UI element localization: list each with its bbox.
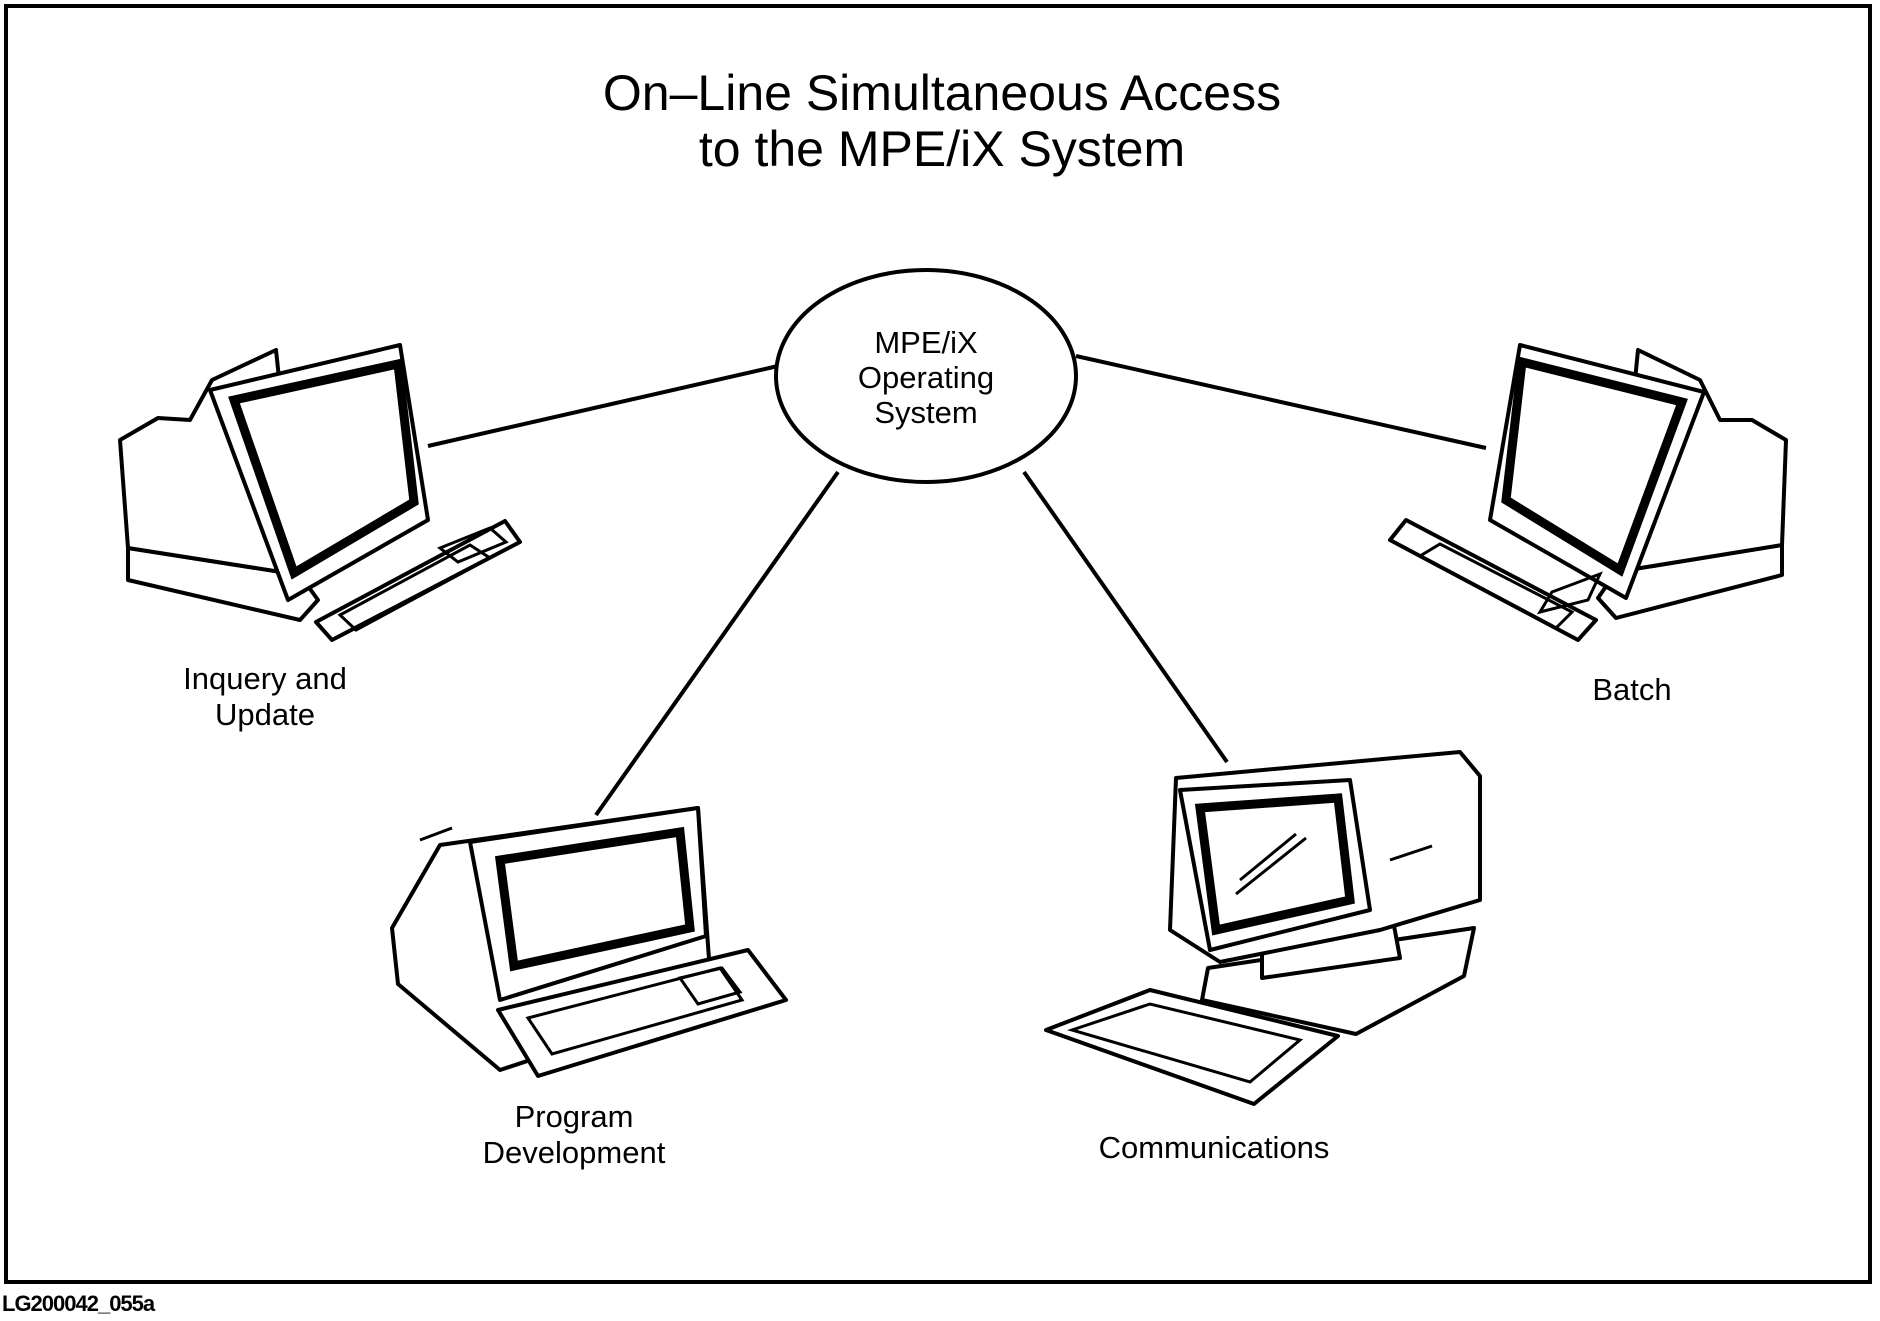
batch-label: Batch <box>1592 672 1671 707</box>
node-label-program: Program Development <box>483 1099 666 1170</box>
hub-label-line-1: MPE/iX <box>874 325 978 360</box>
link-inquery <box>427 364 779 448</box>
hub-label-line-3: System <box>874 395 977 430</box>
node-label-inquery: Inquery and Update <box>183 661 347 732</box>
terminal-communications-icon <box>1044 750 1482 1106</box>
link-batch <box>1075 354 1487 450</box>
figure-identifier: LG200042_055a <box>2 1291 155 1316</box>
hub-label-line-2: Operating <box>858 360 994 395</box>
inquery-label-line-1: Inquery and <box>183 661 347 696</box>
diagram-frame <box>4 4 1872 1284</box>
inquery-label-line-2: Update <box>215 697 315 732</box>
title-line-2: to the MPE/iX System <box>699 121 1185 177</box>
terminal-program-icon <box>390 806 788 1078</box>
link-communications <box>1022 470 1229 764</box>
program-label-line-1: Program <box>515 1099 634 1134</box>
communications-label: Communications <box>1099 1130 1330 1165</box>
connections <box>427 354 1487 817</box>
terminal-inquery-icon <box>118 343 522 642</box>
title-line-1: On–Line Simultaneous Access <box>603 65 1281 121</box>
link-program <box>594 470 840 817</box>
hub-ellipse <box>774 268 1078 484</box>
terminal-batch-icon <box>1388 343 1788 642</box>
node-label-communications: Communications <box>1099 1130 1330 1165</box>
hub-node: MPE/iX Operating System <box>774 268 1078 484</box>
program-label-line-2: Development <box>483 1135 666 1170</box>
node-label-batch: Batch <box>1592 672 1671 707</box>
diagram-title: On–Line Simultaneous Access to the MPE/i… <box>603 65 1281 177</box>
